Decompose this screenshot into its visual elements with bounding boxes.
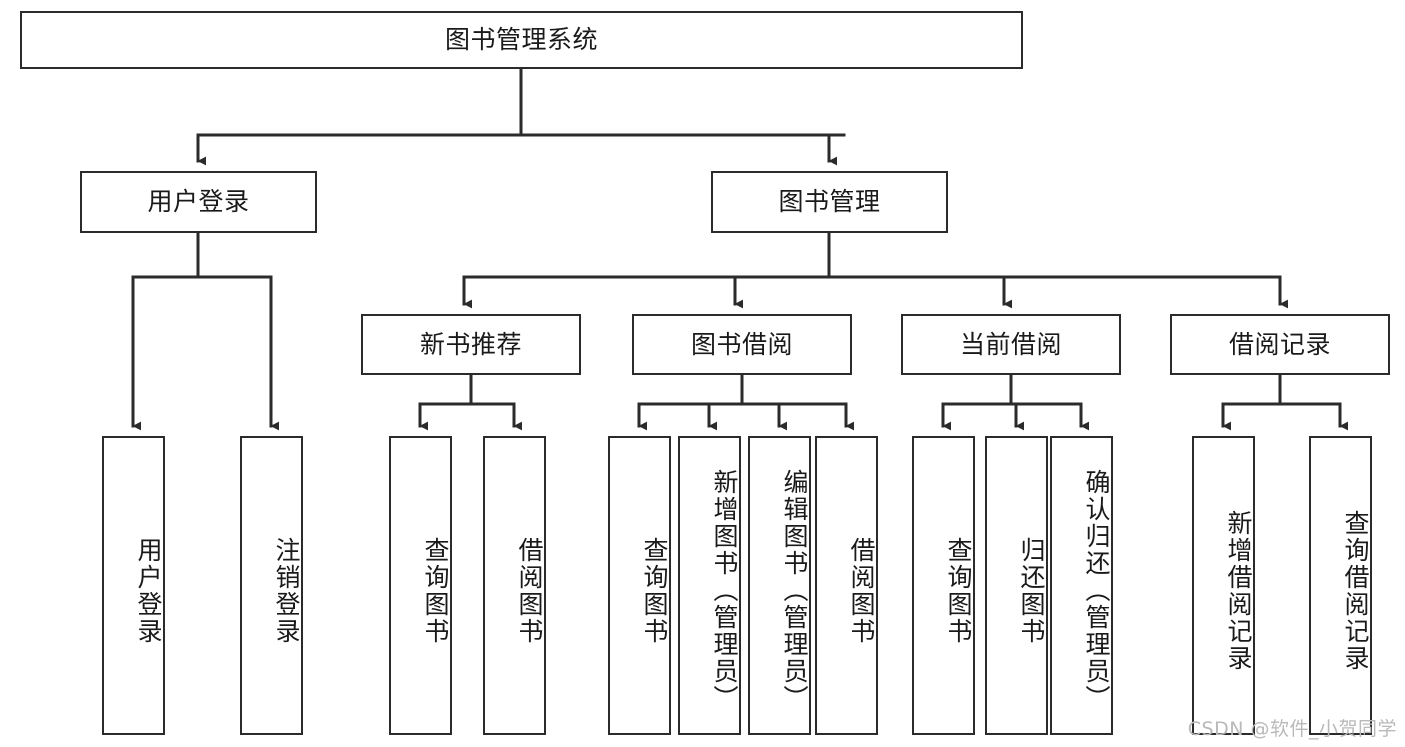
node-current-borrow[interactable]: 当前借阅 (901, 314, 1121, 375)
leaf-add-book-label: 新增图书（管理员） (710, 469, 739, 712)
leaf-edit-book-label: 编辑图书（管理员） (780, 469, 809, 712)
leaf-query-book-cur[interactable]: 查询图书 (912, 436, 975, 735)
leaf-query-book-cur-label: 查询图书 (944, 536, 973, 645)
leaf-user-login-label: 用户登录 (134, 536, 163, 645)
node-book-borrow-label: 图书借阅 (690, 329, 793, 359)
leaf-add-record-label: 新增借阅记录 (1224, 509, 1253, 672)
leaf-borrow-book-rec[interactable]: 借阅图书 (483, 436, 546, 735)
leaf-borrow-book-label: 借阅图书 (847, 536, 876, 645)
node-book-manage[interactable]: 图书管理 (711, 171, 948, 233)
node-book-borrow[interactable]: 图书借阅 (632, 314, 852, 375)
leaf-user-login[interactable]: 用户登录 (102, 436, 165, 735)
leaf-add-book[interactable]: 新增图书（管理员） (678, 436, 741, 735)
leaf-confirm-return-label: 确认归还（管理员） (1082, 469, 1111, 712)
leaf-query-book-borrow-label: 查询图书 (640, 536, 669, 645)
leaf-logout[interactable]: 注销登录 (240, 436, 303, 735)
node-user-login-label: 用户登录 (147, 187, 250, 216)
leaf-return-book[interactable]: 归还图书 (985, 436, 1048, 735)
node-borrow-record-label: 借阅记录 (1228, 329, 1331, 359)
leaf-borrow-book[interactable]: 借阅图书 (815, 436, 878, 735)
leaf-query-book-rec-label: 查询图书 (421, 536, 450, 645)
leaf-add-record[interactable]: 新增借阅记录 (1192, 436, 1255, 735)
leaf-borrow-book-rec-label: 借阅图书 (515, 536, 544, 645)
node-root[interactable]: 图书管理系统 (20, 11, 1023, 69)
csdn-watermark: CSDN @软件_小贺同学 (1187, 718, 1397, 740)
leaf-query-book-rec[interactable]: 查询图书 (389, 436, 452, 735)
leaf-query-record[interactable]: 查询借阅记录 (1309, 436, 1372, 735)
node-root-label: 图书管理系统 (444, 25, 598, 54)
leaf-logout-label: 注销登录 (272, 536, 301, 645)
leaf-query-record-label: 查询借阅记录 (1341, 509, 1370, 672)
node-new-book-rec-label: 新书推荐 (419, 329, 522, 359)
leaf-edit-book[interactable]: 编辑图书（管理员） (748, 436, 811, 735)
node-new-book-rec[interactable]: 新书推荐 (361, 314, 581, 375)
leaf-return-book-label: 归还图书 (1017, 536, 1046, 645)
leaf-query-book-borrow[interactable]: 查询图书 (608, 436, 671, 735)
node-borrow-record[interactable]: 借阅记录 (1170, 314, 1390, 375)
leaf-confirm-return[interactable]: 确认归还（管理员） (1050, 436, 1113, 735)
node-current-borrow-label: 当前借阅 (959, 329, 1062, 359)
node-book-manage-label: 图书管理 (778, 187, 881, 216)
node-user-login[interactable]: 用户登录 (80, 171, 317, 233)
